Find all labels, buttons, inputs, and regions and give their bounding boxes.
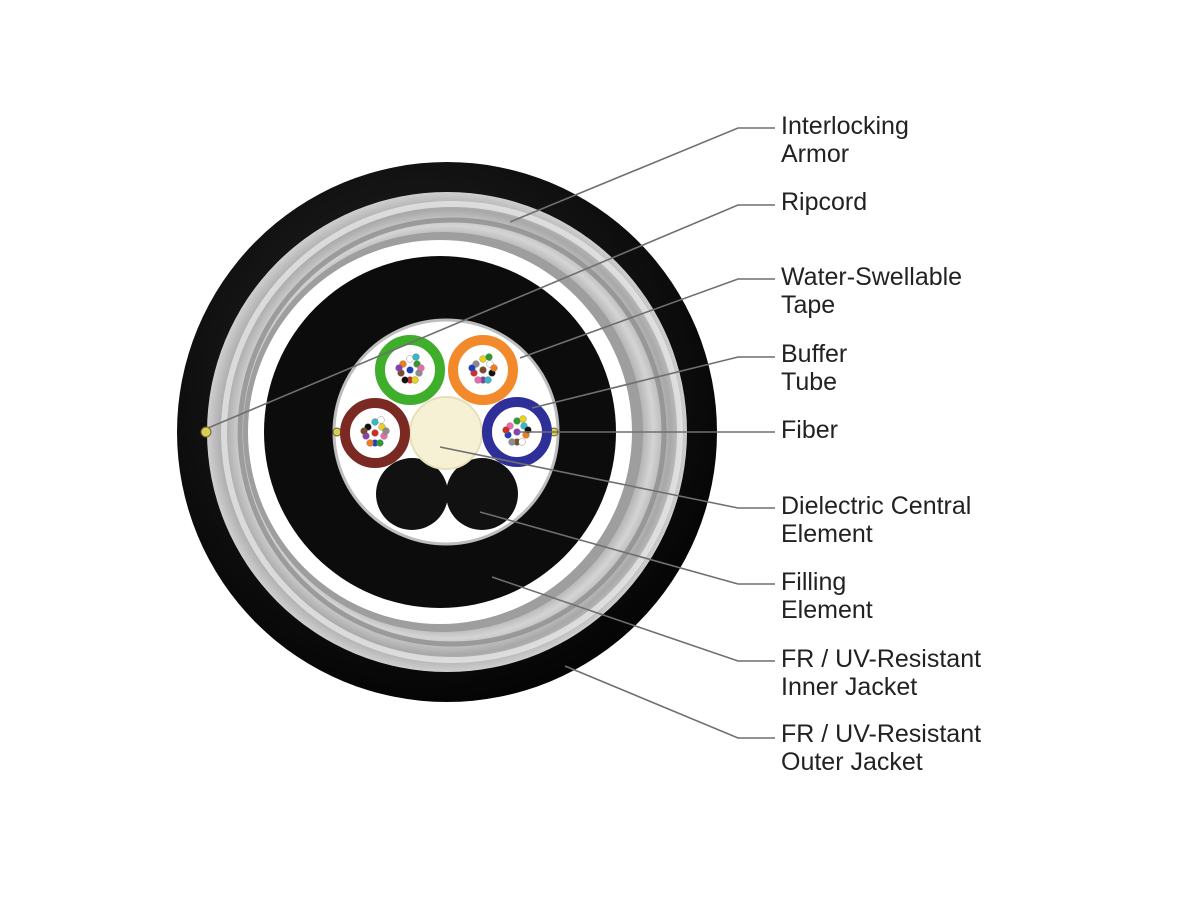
leader-lines [207, 127, 775, 739]
fiber-strand [401, 376, 409, 384]
fiber-strand [468, 364, 476, 372]
fiber-strand [406, 366, 414, 374]
label-fiber-line1: Fiber [781, 416, 838, 444]
leader-buffer [531, 356, 775, 409]
label-central-line1: Dielectric Central [781, 492, 972, 520]
fiber-strand [360, 427, 368, 435]
label-water-swellable-tape: Water-Swellable Tape [781, 263, 962, 319]
leader-central [439, 446, 775, 509]
leader-ripcord [207, 204, 775, 429]
fiber-strand [366, 439, 374, 447]
label-outer-jacket: FR / UV-Resistant Outer Jacket [781, 720, 981, 776]
label-interlocking-armor: Interlocking Armor [781, 112, 909, 168]
label-ripcord-line1: Ripcord [781, 188, 868, 216]
fiber-strand [479, 366, 487, 374]
label-buffer-line2: Tube [781, 368, 838, 396]
label-central-line2: Element [781, 520, 873, 548]
fiber-strand [406, 355, 414, 363]
leader-armor [509, 127, 775, 223]
fiber-strand [382, 427, 390, 435]
fiber-strand [485, 353, 493, 361]
label-filling-line2: Element [781, 596, 873, 624]
fiber-strand [502, 426, 510, 434]
fiber-strand [412, 353, 420, 361]
label-inner-line1: FR / UV-Resistant [781, 645, 982, 673]
label-outer-line2: Outer Jacket [781, 748, 923, 776]
fiber-strand [490, 364, 498, 372]
fiber-strand [474, 376, 482, 384]
label-buffer-line1: Buffer [781, 340, 848, 368]
label-buffer-tube: Buffer Tube [781, 340, 847, 396]
fiber-strand [518, 438, 526, 446]
fiber-strand [513, 417, 521, 425]
filling-element-left [376, 458, 448, 530]
fiber-strand [371, 429, 379, 437]
label-ripcord: Ripcord [781, 188, 867, 216]
label-inner-jacket: FR / UV-Resistant Inner Jacket [781, 645, 981, 701]
dielectric-central-element [409, 396, 483, 470]
fiber-strand [377, 416, 385, 424]
leader-outer [564, 665, 775, 739]
fiber-strand [519, 415, 527, 423]
label-armor-line2: Armor [781, 140, 850, 168]
ripcord-core-left [332, 427, 342, 437]
label-tape-line2: Tape [781, 291, 836, 319]
label-dielectric-central-element: Dielectric Central Element [781, 492, 971, 548]
label-filling-element: Filling Element [781, 568, 873, 624]
leader-inner [491, 576, 775, 662]
fiber-strand [508, 438, 516, 446]
fiber-strand [395, 364, 403, 372]
fiber-strand [371, 418, 379, 426]
fiber-strand [417, 364, 425, 372]
leader-tape [519, 278, 775, 359]
buffer-tubes [340, 335, 552, 468]
label-tape-line1: Water-Swellable [781, 263, 963, 291]
fiber-strand [479, 355, 487, 363]
label-armor-line1: Interlocking [781, 112, 909, 140]
label-inner-line2: Inner Jacket [781, 673, 918, 701]
fiber-strand [484, 376, 492, 384]
label-filling-line1: Filling [781, 568, 847, 596]
filling-element-right [446, 458, 518, 530]
fiber-strand [411, 376, 419, 384]
fiber-strand [376, 439, 384, 447]
label-fiber: Fiber [781, 416, 838, 444]
ripcord-outer [200, 426, 212, 438]
leader-filling [479, 511, 775, 585]
label-outer-line1: FR / UV-Resistant [781, 720, 982, 748]
